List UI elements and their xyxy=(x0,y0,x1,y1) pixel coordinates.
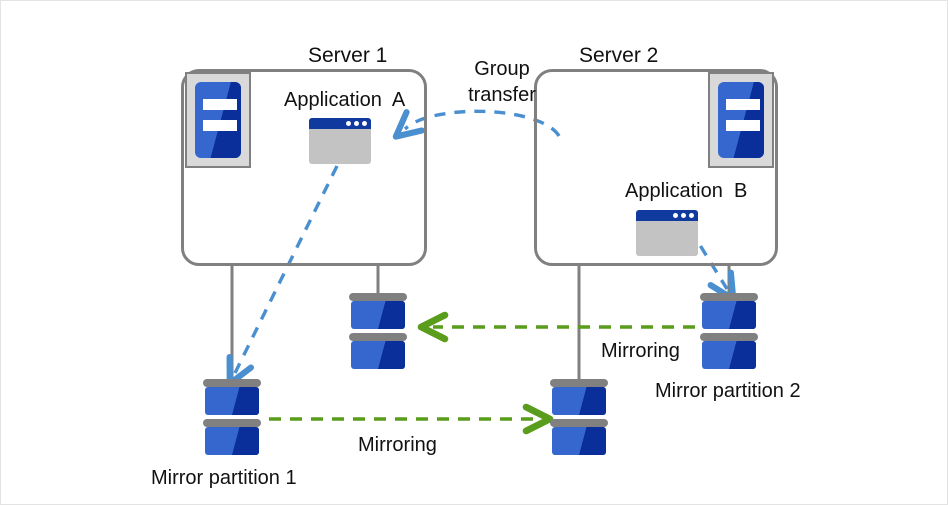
application-window-icon xyxy=(309,118,371,164)
window-dot-icon xyxy=(681,213,686,218)
disk-body xyxy=(702,301,756,329)
disk-platter xyxy=(550,379,608,387)
window-dot-icon xyxy=(354,121,359,126)
application-window-icon xyxy=(636,210,698,256)
mirror-partition-2-label: Mirror partition 2 xyxy=(655,380,801,402)
disk-stack-icon-mirror-partition-1[interactable] xyxy=(203,379,261,457)
disk-platter xyxy=(349,293,407,301)
window-dot-icon xyxy=(362,121,367,126)
disk-platter xyxy=(203,419,261,427)
window-dot-icon xyxy=(689,213,694,218)
group-transfer-arrow xyxy=(392,109,561,140)
mirror-partition-1-label: Mirror partition 1 xyxy=(151,467,297,489)
disk-body xyxy=(351,341,405,369)
group-transfer-label-line1: Group xyxy=(474,58,530,80)
disk-stack-icon[interactable] xyxy=(349,293,407,371)
disk-body xyxy=(351,301,405,329)
application-b-label: Application B xyxy=(625,180,748,202)
window-titlebar xyxy=(636,210,698,221)
disk-stack-icon[interactable] xyxy=(550,379,608,457)
server-chassis xyxy=(718,82,764,158)
server-icon xyxy=(708,72,774,168)
disk-stack-icon-mirror-partition-2[interactable] xyxy=(700,293,758,371)
server-bay-bar xyxy=(203,120,237,131)
disk-body xyxy=(552,387,606,415)
disk-body xyxy=(702,341,756,369)
disk-platter xyxy=(700,333,758,341)
disk-body xyxy=(205,427,259,455)
mirroring-upper-label: Mirroring xyxy=(601,340,680,362)
server-bay-bar xyxy=(203,99,237,110)
disk-body xyxy=(205,387,259,415)
server-1-title: Server 1 xyxy=(308,44,388,67)
server-bay-bar xyxy=(726,120,760,131)
server-2-box[interactable] xyxy=(534,69,778,266)
server-bay-bar xyxy=(726,99,760,110)
mirroring-lower-label: Mirroring xyxy=(358,434,437,456)
disk-platter xyxy=(550,419,608,427)
server-1-box[interactable] xyxy=(181,69,427,266)
server-icon xyxy=(185,72,251,168)
server-chassis xyxy=(195,82,241,158)
disk-platter xyxy=(700,293,758,301)
disk-platter xyxy=(203,379,261,387)
window-titlebar xyxy=(309,118,371,129)
disk-platter xyxy=(349,333,407,341)
group-transfer-label-line2: transfer xyxy=(468,84,536,106)
server-2-title: Server 2 xyxy=(579,44,659,67)
window-dot-icon xyxy=(673,213,678,218)
disk-body xyxy=(552,427,606,455)
window-dot-icon xyxy=(346,121,351,126)
application-a-label: Application A xyxy=(284,89,406,111)
